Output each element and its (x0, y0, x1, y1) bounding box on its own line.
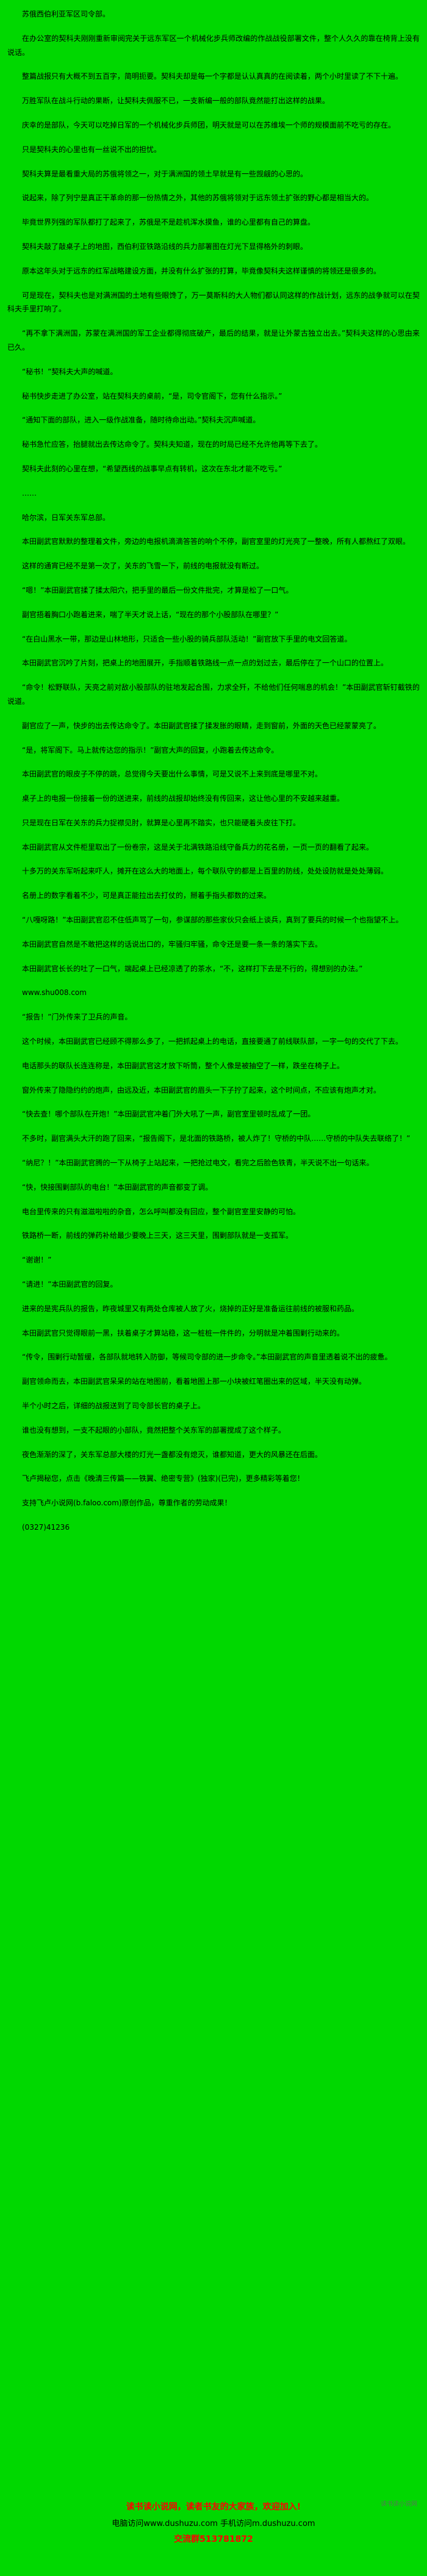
paragraph: 本田副武官的眼皮子不停的跳，总觉得今天要出什么事情，可是又说不上来到底是哪里不对… (22, 770, 323, 779)
paragraph: “通知下面的部队，进入一级作战准备，随时待命出动。”契科夫沉声喊道。 (22, 416, 260, 425)
paragraph: “传令，围剿行动暂缓，各部队就地转入防御，等候司令部的进一步命令。”本田副武官的… (22, 1353, 392, 1362)
paragraph: “嗯！”本田副武官揉了揉太阳穴，把手里的最后一份文件批完，才算是松了一口气。 (22, 585, 293, 595)
paragraph: 契科夫敲了敲桌子上的地图，西伯利亚铁路沿线的兵力部署图在灯光下显得格外的刺眼。 (22, 242, 308, 251)
paragraph: 本田副武官只觉得眼前一黑，扶着桌子才算站稳，这一桩桩一件件的，分明就是冲着围剿行… (22, 1328, 345, 1337)
paragraph: 谁也没有想到，一支不起眼的小部队，竟然把整个关东军的部署搅成了这个样子。 (22, 1425, 286, 1435)
paragraph: 本田副武官从文件柜里取出了一份卷宗，这是关于北满铁路沿线守备兵力的花名册，一页一… (22, 842, 374, 852)
footer-promo: 读书读小说网，读者书友的大家族，欢迎加入! (126, 2502, 301, 2512)
paragraph: “快去查！哪个部队在开炮！”本田副武官冲着门外大吼了一声，副官室里顿时乱成了一团… (22, 1110, 315, 1119)
paragraph: 支持飞卢小说网(b.faloo.com)原创作品，尊重作者的劳动成果！ (22, 1499, 232, 1508)
paragraph: 铁路桥一断，前线的弹药补给最少要晚上三天，这三天里，围剿部队就是一支孤军。 (22, 1231, 293, 1240)
paragraph: 夜色渐渐的深了，关东军总部大楼的灯光一盏都没有熄灭，谁都知道，更大的风暴还在后面… (22, 1450, 323, 1459)
footer-access-urls[interactable]: 电脑访问www.dushuzu.com 手机访问m.dushuzu.com (112, 2519, 315, 2528)
paragraph: 飞卢揭秘您，点击《晚清三传篇——铁翼、绝密专营》(独家)(已完)，更多精彩等着您… (22, 1474, 304, 1483)
paragraph: 名册上的数字看着不少，可是真正能拉出去打仗的，掰着手指头都数的过来。 (22, 891, 271, 900)
paragraph: (0327)41236 (22, 1523, 70, 1532)
paragraph: 秘书快步走进了办公室，站在契科夫的桌前，“是，司令官阁下，您有什么指示。” (22, 391, 282, 400)
footer-side-note: 读书读小说网 (381, 2501, 417, 2508)
paragraph: “秘书！”契科夫大声的喊道。 (22, 367, 118, 376)
paragraph: 电台里传来的只有滋滋啦啦的杂音，怎么呼叫都没有回应，整个副官室里安静的可怕。 (22, 1207, 301, 1216)
paragraph: 可是现在，契科夫也是对满洲国的土地有些眼馋了，万一莫斯科的大人物们都认同这样的作… (7, 291, 420, 314)
paragraph: 在办公室的契科夫刚刚重新审阅完关于远东军区一个机械化步兵师改编的作战战役部署文件… (7, 34, 420, 57)
paragraph: 电话那头的联队长连连称是，本田副武官这才放下听筒，整个人像是被抽空了一样，跌坐在… (22, 1061, 345, 1070)
paragraph: 契科夫此刻的心里在想，“希望西线的战事早点有转机，这次在东北才能不吃亏。” (22, 464, 282, 473)
paragraph: “命令！松野联队，天亮之前对敌小股部队的驻地发起合围，力求全歼，不给他们任何喘息… (7, 683, 420, 706)
paragraph: 副官领命而去，本田副武官呆呆的站在地图前，看着地图上那一小块被红笔圈出来的区域，… (22, 1377, 367, 1386)
watermark-link[interactable]: www.shu008.com (22, 988, 87, 997)
paragraph: 不多时，副官满头大汗的跑了回来，“报告阁下，是北面的铁路桥，被人炸了！守桥的中队… (22, 1134, 411, 1143)
paragraph: 秘书急忙应答，抬腿就出去传达命令了。契科夫知道，现在的时局已经不允许他再等下去了… (22, 440, 323, 449)
paragraph: …… (22, 488, 37, 497)
paragraph: 本田副武官自然是不敢把这样的话说出口的，牢骚归牢骚，命令还是要一条一条的落实下去… (22, 939, 323, 949)
paragraph: “再不拿下满洲国，苏蒙在满洲国的军工企业都得彻底破产，最后的结果，就是让外蒙古独… (7, 329, 420, 352)
spacer (7, 1545, 420, 2496)
paragraph: 窗外传来了隐隐约约的炮声，由远及近，本田副武官的眉头一下子拧了起来，这个时间点，… (22, 1085, 381, 1094)
paragraph: 副官捂着胸口小跑着进来，喘了半天才说上话，“现在的那个小股部队在哪里？” (22, 610, 279, 619)
paragraph: 契科夫算是最看重大局的苏俄将领之一，对于满洲国的领土早就是有一些觊觎的心思的。 (22, 169, 308, 178)
paragraph: 桌子上的电报一份接着一份的送进来，前线的战报却始终没有传回来，这让他心里的不安越… (22, 794, 345, 803)
paragraph: “请进！”本田副武官的回复。 (22, 1280, 118, 1289)
paragraph: 万胜军队在战斗行动的果断，让契科夫佩服不已，一支新编一般的部队竟然能打出这样的战… (22, 96, 330, 106)
paragraph: 这个时候，本田副武官已经顾不得那么多了，一把抓起桌上的电话，直接要通了前线联队部… (22, 1037, 403, 1046)
paragraph: “快，快接围剿部队的电台！”本田副武官的声音都变了调。 (22, 1182, 213, 1192)
paragraph: 庆幸的是部队，今天可以吃掉日军的一个机械化步兵师团，明天就是可以在苏维埃一个师的… (22, 120, 396, 129)
paragraph: 本田副武官长长的吐了一口气，端起桌上已经凉透了的茶水，“不，这样打下去是不行的，… (22, 964, 363, 973)
paragraph: 这样的通宵已经不是第一次了，关东的飞雪一下，前线的电报就没有断过。 (22, 562, 264, 571)
paragraph: 十多万的关东军听起来吓人，摊开在这么大的地面上，每个联队守的都是上百里的防线，处… (22, 867, 389, 876)
paragraph: 只是现在日军在关东的兵力捉襟见肘，就算是心里再不踏实，也只能硬着头皮往下打。 (22, 818, 301, 827)
paragraph: “在白山黑水一带，那边是山林地形，只适合一些小股的骑兵部队活动！”副官放下手里的… (22, 634, 352, 643)
paragraph: 说起来，除了列宁是真正干革命的那一份热情之外，其他的苏俄将领对于远东领土扩张的野… (22, 194, 374, 203)
paragraph: 毕竟世界列强的军队都打了起来了，苏俄是不是趁机浑水摸鱼，谁的心里都有自己的算盘。 (22, 218, 315, 227)
novel-text: 苏俄西伯利亚军区司令部。在办公室的契科夫刚刚重新审阅完关于远东军区一个机械化步兵… (7, 7, 420, 1545)
paragraph: 原本这年头对于远东的红军战略建设方面，并没有什么扩张的打算，毕竟像契科夫这样谨慎… (22, 266, 381, 275)
paragraph: 整篇战报只有大概不到五百字，简明扼要。契科夫却是每一个字都是认认真真的在阅读着，… (22, 72, 403, 81)
paragraph: 只是契科夫的心里也有一丝说不出的担忧。 (22, 145, 162, 154)
paragraph: “是，将军阁下。马上就传达您的指示！”副官大声的回复，小跑着去传达命令。 (22, 745, 279, 754)
paragraph: 苏俄西伯利亚军区司令部。 (22, 10, 110, 18)
footer: 读书读小说网，读者书友的大家族，欢迎加入! 电脑访问www.dushuzu.co… (7, 2496, 420, 2549)
paragraph: 本田副武官默默的整理着文件，旁边的电报机滴滴答答的响个不停，副官室里的灯光亮了一… (22, 537, 411, 546)
paragraph: 副官应了一声，快步的出去传达命令了。本田副武官揉了揉发胀的眼睛，走到窗前，外面的… (22, 721, 381, 730)
paragraph: 本田副武官沉吟了片刻，把桌上的地图展开，手指顺着铁路线一点一点的划过去，最后停在… (22, 659, 389, 668)
paragraph: “纳尼？！”本田副武官腾的一下从椅子上站起来，一把抢过电文，看完之后脸色铁青，半… (22, 1159, 374, 1168)
paragraph: “八嘎呀路！”本田副武官忍不住低声骂了一句，参谋部的那些家伙只会纸上谈兵，真到了… (22, 916, 403, 925)
paragraph: 半个小时之后，详细的战报送到了司令部长官的桌子上。 (22, 1402, 206, 1411)
paragraph: 哈尔滨，日军关东军总部。 (22, 513, 110, 522)
footer-qq-group: 交流群513781872 (174, 2534, 253, 2544)
paragraph: “报告！”门外传来了卫兵的声音。 (22, 1013, 132, 1022)
paragraph: “谢谢！” (22, 1256, 52, 1265)
paragraph: 进来的是宪兵队的报告，昨夜城里又有两处仓库被人放了火，烧掉的正好是准备运往前线的… (22, 1304, 359, 1313)
